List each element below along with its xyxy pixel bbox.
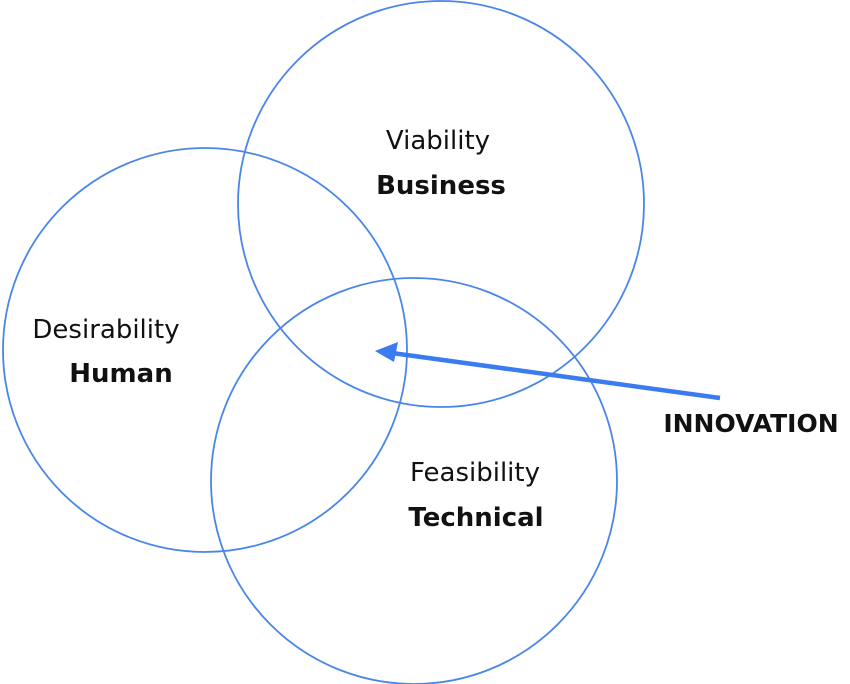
desirability-circle (2, 147, 408, 553)
feasibility-circle (210, 277, 618, 684)
feasibility-label: Feasibility (410, 458, 540, 488)
desirability-label: Desirability (32, 315, 180, 345)
viability-circle (237, 0, 645, 408)
innovation-arrow (375, 342, 721, 401)
viability-label: Viability (385, 126, 491, 156)
human-label: Human (69, 359, 173, 389)
technical-label: Technical (408, 503, 544, 533)
business-label: Business (376, 171, 506, 201)
innovation-label: INNOVATION (663, 409, 839, 438)
